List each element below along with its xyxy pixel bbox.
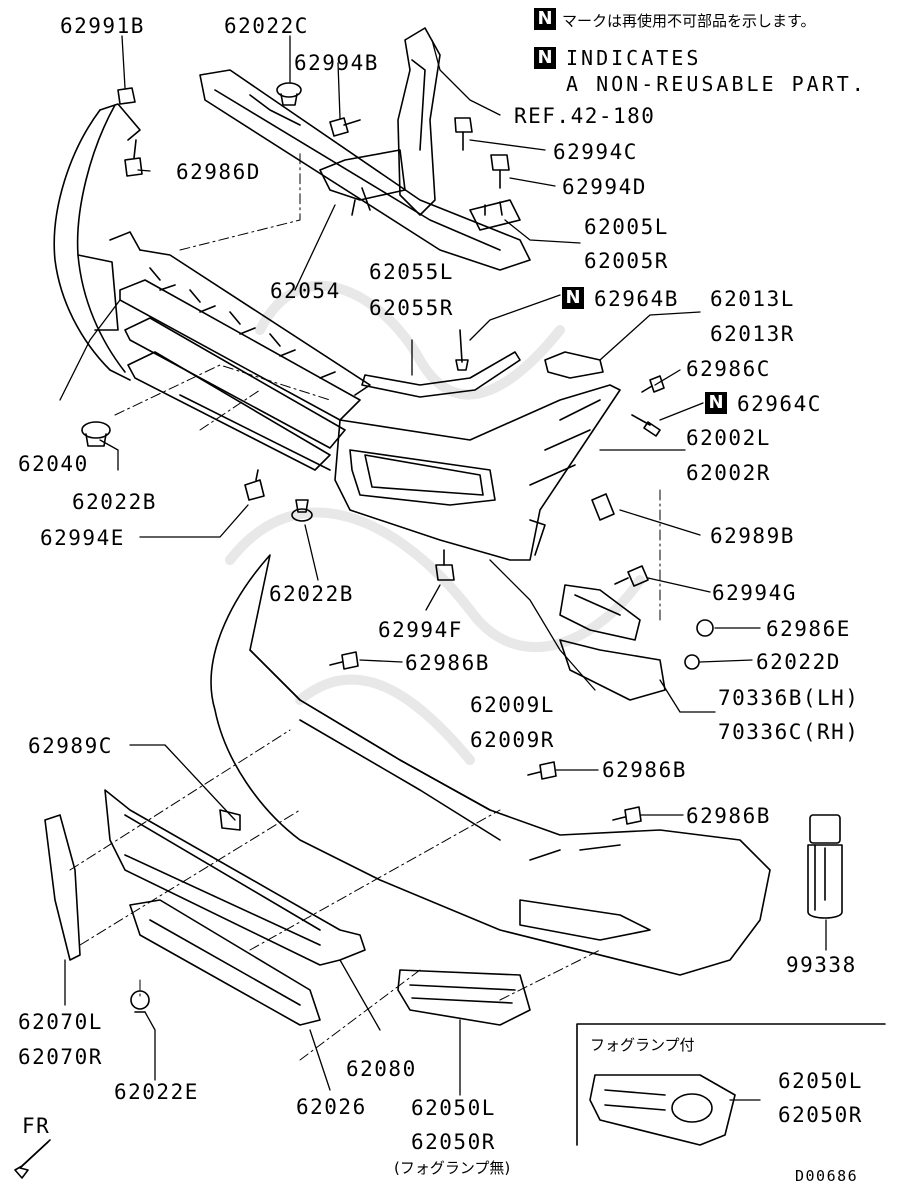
part-label-62070L: 62070L	[18, 1010, 103, 1034]
nonreusable-badge-62964B: N	[562, 287, 584, 309]
part-label-62994G: 62994G	[712, 581, 797, 605]
part-label-99338: 99338	[786, 953, 857, 977]
bolt-62994F-drawing	[435, 549, 455, 581]
part-label-62022C: 62022C	[224, 14, 309, 38]
clip-62986E-drawing	[696, 619, 714, 637]
leader-lines	[59, 35, 827, 1101]
alignment-lines	[69, 149, 661, 1061]
part-label-62964B: 62964B	[594, 287, 679, 311]
no-fog-note: (フォグランプ無)	[394, 1159, 511, 1177]
part-label-62009R: 62009R	[470, 728, 555, 752]
screw-62986B-b-drawing	[527, 761, 557, 780]
bracket-62013-drawing	[544, 351, 604, 379]
bolt-62994C-drawing	[454, 117, 473, 151]
clip-62964B-drawing	[455, 329, 469, 371]
part-label-62080: 62080	[346, 1057, 417, 1081]
part-label-62009L: 62009L	[470, 693, 555, 717]
bracket-70336-drawing	[559, 639, 666, 701]
part-label-70336B: 70336B(LH)	[718, 686, 860, 710]
bumper-upper-cover-drawing	[334, 384, 621, 561]
part-label-62054: 62054	[270, 279, 341, 303]
part-label-62002L: 62002L	[686, 426, 771, 450]
clip-62022E-drawing	[130, 990, 150, 1013]
nonreusable-note-jp: マークは再使用不可部品を示します。	[562, 12, 816, 30]
part-label-62986E: 62986E	[766, 617, 851, 641]
nonreusable-badge-62964C: N	[705, 392, 727, 414]
part-label-62994C: 62994C	[553, 140, 638, 164]
part-label-62002R: 62002R	[686, 461, 771, 485]
part-label-62013L: 62013L	[710, 287, 795, 311]
part-label-62989B: 62989B	[710, 524, 795, 548]
part-label-62050R-b: 62050R	[778, 1103, 863, 1127]
bolt-62994D-drawing	[490, 154, 510, 189]
clip-62989B-drawing	[591, 493, 615, 521]
part-label-ref42: REF.42-180	[514, 104, 656, 128]
part-label-62050L-a: 62050L	[411, 1096, 496, 1120]
bolt-62994G-drawing	[614, 565, 649, 587]
part-label-62986B-a: 62986B	[405, 651, 490, 675]
part-label-62022D: 62022D	[756, 650, 841, 674]
inset-title: フォグランプ付	[590, 1036, 695, 1054]
part-label-62986D: 62986D	[176, 160, 261, 184]
part-label-62013R: 62013R	[710, 322, 795, 346]
part-label-62070R: 62070R	[18, 1045, 103, 1069]
bolt-62994B-drawing	[329, 117, 361, 137]
part-label-62050R-a: 62050R	[411, 1130, 496, 1154]
part-label-62055L: 62055L	[369, 260, 454, 284]
clip-62022C-drawing	[276, 82, 302, 106]
part-label-70336C: 70336C(RH)	[718, 720, 860, 744]
fr-arrow	[14, 1139, 51, 1179]
radiator-grille-drawing	[53, 103, 371, 471]
reinforcement-62080-drawing	[104, 789, 366, 966]
part-label-62005L: 62005L	[584, 215, 669, 239]
extension-62070-drawing	[44, 814, 81, 961]
part-label-62026: 62026	[296, 1095, 367, 1119]
bolt-62994E-drawing	[244, 469, 265, 501]
bracket-62005-drawing	[469, 199, 521, 231]
part-label-62986B-b: 62986B	[602, 758, 687, 782]
clip-62022B-a-drawing	[81, 421, 111, 447]
lower-cover-62026-drawing	[129, 899, 321, 1026]
upper-support-drawing	[199, 69, 531, 271]
clip-62964C-drawing	[631, 414, 661, 437]
fog-cover-withfog-drawing	[589, 1074, 736, 1146]
part-label-62994D: 62994D	[562, 175, 647, 199]
clip-62022D-drawing	[684, 654, 700, 670]
part-label-62964C: 62964C	[737, 392, 822, 416]
screw-62986C-drawing	[641, 375, 665, 393]
part-label-62994B: 62994B	[294, 51, 379, 75]
nonreusable-badge: N	[534, 8, 556, 30]
part-label-62055R: 62055R	[369, 296, 454, 320]
part-label-62994F: 62994F	[378, 618, 463, 642]
screw-62986B-c-drawing	[612, 806, 642, 825]
fog-cover-nofog-drawing	[397, 969, 531, 1026]
part-label-62986B-c: 62986B	[686, 804, 771, 828]
part-label-62986C: 62986C	[686, 357, 771, 381]
drawing-code: D00686	[795, 1167, 859, 1185]
part-label-62022E: 62022E	[114, 1080, 199, 1104]
part-label-62994E: 62994E	[40, 526, 125, 550]
paint-bottle-drawing	[807, 814, 843, 919]
watermark	[225, 280, 645, 765]
part-label-62989C: 62989C	[28, 734, 113, 758]
screw-62986D-drawing	[124, 139, 143, 177]
bracket-62009-drawing	[559, 584, 641, 641]
nonreusable-note-en-1: INDICATES	[566, 46, 702, 70]
part-label-62040: 62040	[18, 452, 89, 476]
moulding-62055-drawing	[361, 351, 521, 398]
part-label-62005R: 62005R	[584, 249, 669, 273]
part-label-62991B: 62991B	[60, 14, 145, 38]
bumper-lower-cover-drawing	[210, 554, 771, 976]
part-label-62022B-a: 62022B	[72, 490, 157, 514]
part-label-62050L-b: 62050L	[778, 1069, 863, 1093]
clip-62022B-b-drawing	[291, 499, 313, 522]
nonreusable-note-en-2: A NON-REUSABLE PART.	[566, 72, 867, 96]
part-label-62022B-b: 62022B	[269, 582, 354, 606]
inset-frame	[576, 1023, 886, 1146]
clip-62991B-drawing	[117, 87, 136, 105]
screw-62986B-a-drawing	[329, 651, 359, 670]
fr-label: FR	[22, 1114, 51, 1138]
nonreusable-badge-en: N	[534, 47, 556, 69]
